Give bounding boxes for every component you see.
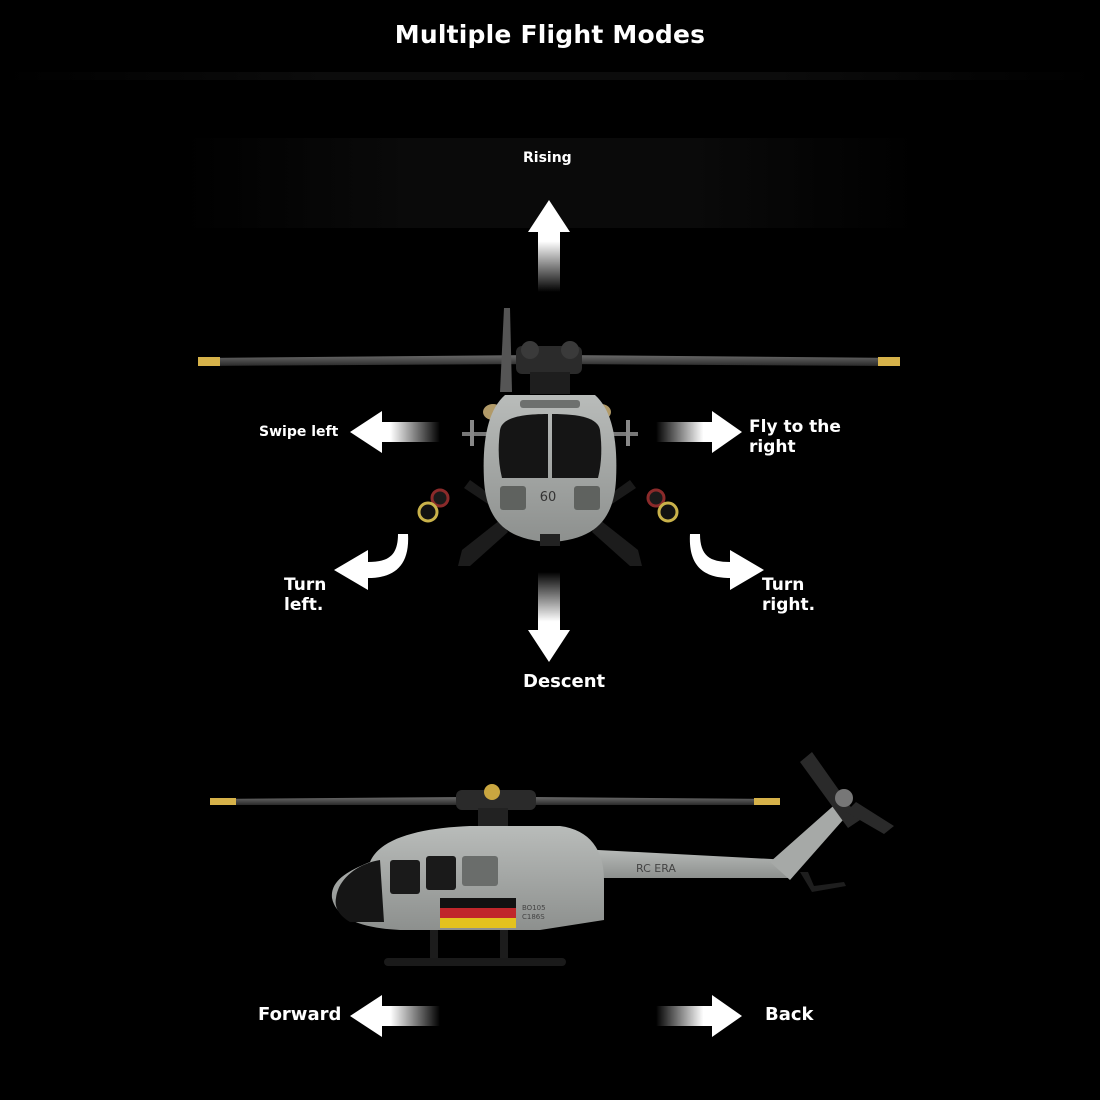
label-turn-right-line2: right. <box>762 594 816 615</box>
side-model-line2: C186S <box>522 913 545 921</box>
side-brand: RC ERA <box>636 862 676 875</box>
label-fly-right-line1: Fly to the <box>749 417 841 437</box>
label-forward: Forward <box>258 1004 342 1025</box>
turn-right-arrow-icon <box>689 534 764 590</box>
label-back: Back <box>765 1004 814 1025</box>
label-turn-left-line1: Turn <box>284 575 327 595</box>
label-turn-right: Turn right. <box>762 575 816 615</box>
label-turn-left: Turn left. <box>284 575 327 615</box>
label-turn-right-line1: Turn <box>762 575 805 595</box>
front-number: 60 <box>540 490 557 505</box>
label-descent: Descent <box>523 671 606 692</box>
arrow-back-icon <box>656 995 742 1037</box>
label-rising: Rising <box>523 150 572 166</box>
side-model-line1: BO105 <box>522 904 546 912</box>
arrow-left-icon <box>350 411 440 453</box>
arrow-down-icon <box>528 572 570 662</box>
turn-left-arrow-icon <box>334 534 409 590</box>
label-turn-left-line2: left. <box>284 594 324 615</box>
label-swipe-left: Swipe left <box>259 424 339 440</box>
label-fly-right-line2: right <box>749 436 796 457</box>
page-title: Multiple Flight Modes <box>394 20 706 49</box>
arrow-right-icon <box>656 411 742 453</box>
arrow-forward-icon <box>350 995 440 1037</box>
arrow-up-icon <box>528 200 570 292</box>
label-fly-right: Fly to the right <box>749 417 841 457</box>
